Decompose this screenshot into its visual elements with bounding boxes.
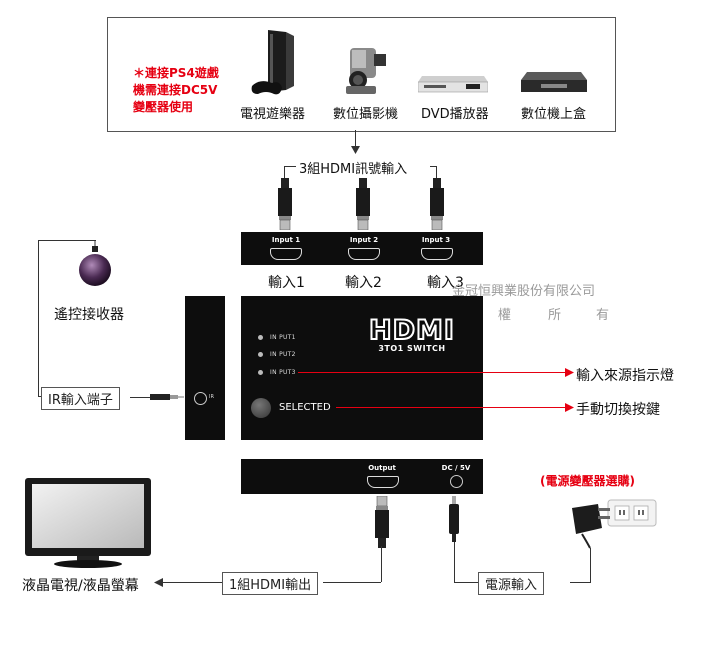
device-label-stb: 數位機上盒: [521, 107, 587, 122]
ir-receiver-label: 遙控接收器: [54, 307, 124, 323]
port-name-1: Input 1: [271, 236, 301, 244]
output-cable-down: [381, 546, 382, 582]
arrow-left-icon: [154, 578, 163, 587]
select-button-label: SELECTED: [279, 402, 331, 413]
device-label-dvd: DVD播放器: [421, 107, 489, 122]
led-input-2: [258, 352, 263, 357]
output-panel: [241, 459, 483, 494]
arrow-down-icon: [351, 146, 360, 154]
bracket-right-drop: [436, 166, 437, 178]
manual-button-label: 手動切換按鍵: [576, 402, 660, 418]
device-label-console: 電視遊樂器: [240, 107, 306, 122]
side-panel: [185, 296, 225, 440]
hdmi-plug-icon: [430, 178, 444, 230]
set-top-box-icon: [521, 72, 587, 92]
hdmi-logo-text: HDMI: [369, 316, 455, 342]
ir-cable-top: [38, 240, 96, 241]
led-label-3: IN PUT3: [270, 369, 296, 376]
watermark-char-4: 有: [596, 308, 610, 323]
bracket-left: [284, 166, 296, 167]
indicator-pointer-line: [298, 372, 566, 373]
output-port-label: Output: [368, 464, 396, 472]
power-chip: 電源輸入: [478, 572, 545, 595]
ir-plug-cable: [130, 397, 152, 398]
led-input-1: [258, 335, 263, 340]
ir-cable-bottom: [38, 396, 42, 397]
watermark-char-3: 所: [548, 308, 562, 323]
arrow-right-icon: [565, 368, 574, 377]
button-pointer-line: [336, 407, 566, 408]
bracket-right: [430, 166, 436, 167]
indicator-label: 輸入來源指示燈: [576, 368, 674, 384]
front-panel: [241, 296, 483, 440]
hdmi-input-port-2: [348, 248, 380, 260]
ir-plug-icon: [150, 394, 184, 400]
ps4-power-note: ＊連接PS4遊戲 機需連接DC5V 變壓器使用: [133, 66, 219, 114]
dc-jack: [450, 475, 463, 488]
power-adapter-icon: [572, 499, 657, 549]
arrow-right-icon: [565, 403, 574, 412]
hdmi-input-port-1: [270, 248, 302, 260]
power-cable-up: [590, 548, 591, 582]
tv-icon: [25, 478, 151, 568]
ir-port-label: IR輸入端子: [41, 387, 120, 410]
watermark-char-2: 權: [498, 308, 512, 323]
led-label-2: IN PUT2: [270, 351, 296, 358]
led-input-3: [258, 370, 263, 375]
led-label-1: IN PUT1: [270, 334, 296, 341]
device-label-camcorder: 數位攝影機: [333, 107, 399, 122]
power-cable-down: [454, 542, 455, 582]
input-label-2: 輸入2: [345, 275, 382, 291]
port-name-3: Input 3: [421, 236, 451, 244]
power-cable-right: [570, 582, 591, 583]
select-button[interactable]: [251, 398, 271, 418]
ir-mark: IR: [209, 394, 214, 400]
watermark-company: 金冠恒興業股份有限公司: [452, 284, 596, 299]
ir-receiver-icon: [79, 240, 111, 286]
input-label-3: 輸入3: [427, 275, 464, 291]
camcorder-icon: [346, 48, 386, 94]
power-cable-left: [454, 582, 478, 583]
input-label-1: 輸入1: [268, 275, 305, 291]
source-arrow-line: [355, 130, 356, 148]
power-port-label: DC / 5V: [441, 464, 471, 472]
bracket-left-drop: [284, 166, 285, 178]
dc-plug-icon: [449, 496, 459, 542]
input-group-label: 3組HDMI訊號輸入: [299, 162, 408, 177]
hdmi-logo-sub: 3TO1 SWITCH: [378, 344, 446, 353]
adapter-note: (電源變壓器選購): [540, 474, 635, 488]
hdmi-plug-icon: [278, 178, 292, 230]
output-chip: 1組HDMI輸出: [222, 572, 319, 595]
port-name-2: Input 2: [349, 236, 379, 244]
hdmi-logo: HDMI: [368, 316, 455, 342]
hdmi-plug-icon: [356, 178, 370, 230]
ir-cable-left: [38, 240, 39, 396]
hdmi-output-port: [367, 476, 399, 488]
hdmi-plug-icon: [375, 496, 389, 548]
game-console-icon: [251, 30, 294, 95]
output-cable-right: [323, 582, 381, 583]
dvd-player-icon: [418, 76, 488, 93]
hdmi-input-port-3: [421, 248, 453, 260]
ir-jack: [194, 392, 207, 405]
output-cable-left: [162, 582, 222, 583]
tv-label: 液晶電視/液晶螢幕: [22, 578, 139, 594]
